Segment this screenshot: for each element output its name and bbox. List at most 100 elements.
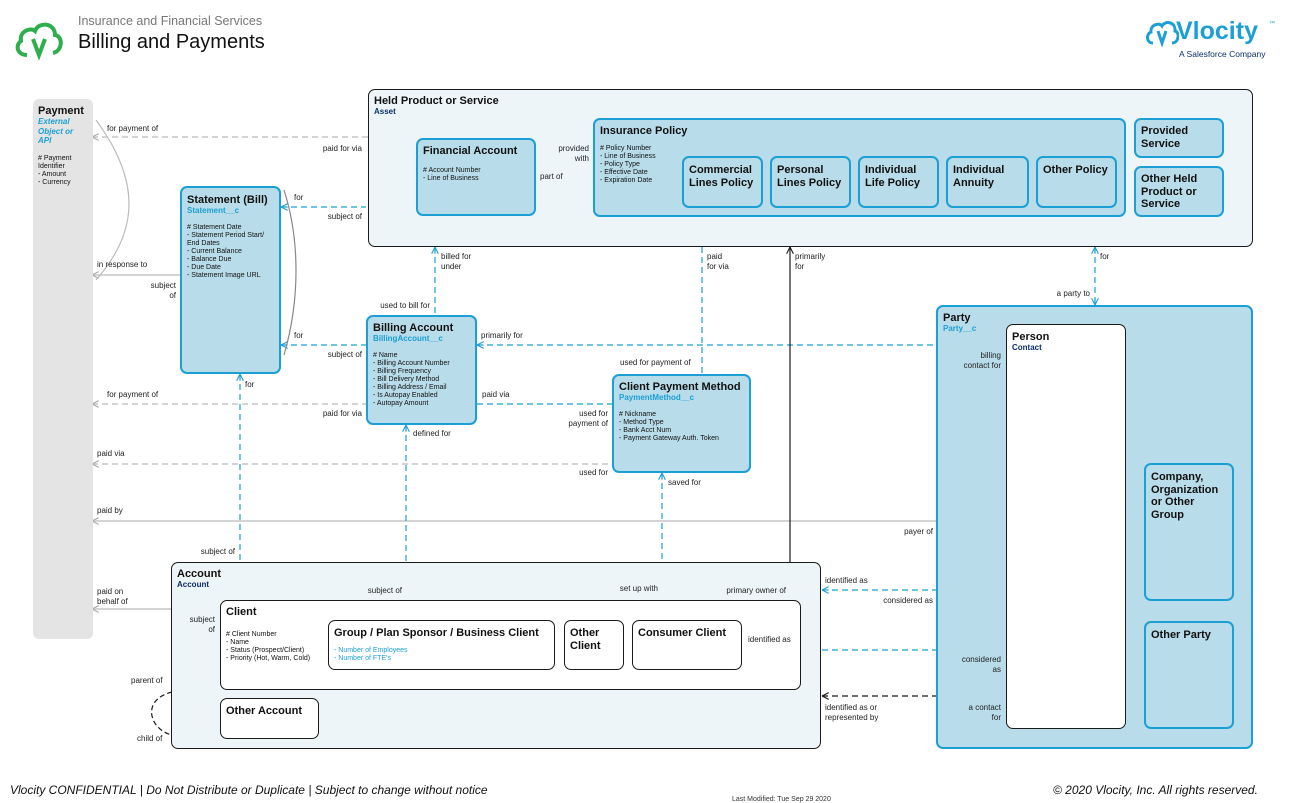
insurance-policy-title: Insurance Policy [600,125,688,137]
rel-label: in response to [97,260,148,269]
rel-label: paid for via [322,144,362,153]
rel-label: considered as [883,596,933,605]
statement-entity[interactable]: Statement (Bill) Statement__c # Statemen… [180,186,281,374]
rel-label: subject of [327,350,362,359]
other-account-entity[interactable]: Other Account [220,698,319,739]
commercial-lines-entity[interactable]: Commercial Lines Policy [682,156,763,208]
rel-label: subject of [327,212,362,221]
rel-label: paid for via [707,252,729,271]
rel-label: subject of [189,615,215,634]
person-api: Contact [1012,343,1042,352]
personal-lines-title: Personal Lines Policy [777,164,842,189]
payment-attributes: # Payment Identifier - Amount - Currency [38,155,72,186]
rel-label: set up with [619,584,658,593]
rel-label: for [294,331,304,340]
billing-account-attributes: # Name - Billing Account Number - Billin… [373,352,450,407]
header-category: Insurance and Financial Services [78,14,263,28]
party-title: Party [943,312,971,324]
rel-label: used for payment of [620,358,691,367]
other-policy-entity[interactable]: Other Policy [1036,156,1117,208]
rel-label: subject of [367,586,402,595]
rel-label: for payment of [107,390,159,399]
rel-label: defined for [413,429,451,438]
other-client-title: Other Client [570,627,601,652]
footer-copyright: © 2020 Vlocity, Inc. All rights reserved… [1053,783,1258,797]
vlocity-logo-mark [13,19,65,61]
client-attributes: # Client Number - Name - Status (Prospec… [226,631,311,662]
rel-label: primarily for [481,331,523,340]
rel-label: paid for via [322,409,362,418]
other-party-title: Other Party [1151,629,1211,641]
financial-account-title: Financial Account [423,145,518,157]
company-title: Company, Organization or Other Group [1151,471,1219,521]
group-sponsor-title: Group / Plan Sponsor / Business Client [334,627,539,639]
brand-tm: ™ [1269,21,1275,27]
other-client-entity[interactable]: Other Client [564,620,624,670]
brand-tagline: A Salesforce Company [1179,49,1266,59]
provided-service-entity[interactable]: Provided Service [1134,118,1224,158]
other-account-title: Other Account [226,705,302,717]
payment-entity[interactable]: Payment External Object or API # Payment… [33,99,93,639]
billing-account-api: BillingAccount__c [373,334,443,343]
financial-account-attributes: # Account Number - Line of Business [423,167,481,182]
individual-life-entity[interactable]: Individual Life Policy [858,156,939,208]
client-payment-method-entity[interactable]: Client Payment Method PaymentMethod__c #… [612,374,751,473]
rel-label: provided with [558,144,589,163]
other-policy-title: Other Policy [1043,164,1108,176]
rel-label: part of [540,172,563,181]
individual-life-title: Individual Life Policy [865,164,921,189]
page-title: Billing and Payments [78,31,265,53]
individual-annuity-entity[interactable]: Individual Annuity [946,156,1029,208]
brand-logo: Vlocity ™ A Salesforce Company [1145,17,1275,61]
rel-label: for payment of [107,124,159,133]
group-sponsor-entity[interactable]: Group / Plan Sponsor / Business Client -… [328,620,555,670]
account-api: Account [177,580,209,589]
rel-label: billed for under [441,252,472,271]
rel-label: a contact for [968,703,1001,722]
rel-label: billing contact for [963,351,1001,370]
rel-label: paid via [97,449,125,458]
rel-label: paid by [97,506,123,515]
rel-label: subject of [200,547,235,556]
person-entity[interactable]: Person Contact [1006,324,1126,729]
rel-label: primary owner of [726,586,786,595]
client-title: Client [226,606,257,618]
personal-lines-entity[interactable]: Personal Lines Policy [770,156,851,208]
provided-service-title: Provided Service [1141,125,1189,150]
other-held-entity[interactable]: Other Held Product or Service [1134,166,1224,217]
rel-label: subject of [150,281,176,300]
payment-subtitle: External Object or API [38,117,74,145]
rel-label: parent of [131,676,163,685]
rel-label: a party to [1056,289,1090,298]
company-entity[interactable]: Company, Organization or Other Group [1144,463,1234,601]
group-sponsor-attributes: - Number of Employees - Number of FTE's [334,647,408,662]
statement-title: Statement (Bill) [187,194,268,206]
commercial-lines-title: Commercial Lines Policy [689,164,754,189]
rel-label: for [294,193,304,202]
financial-account-entity[interactable]: Financial Account # Account Number - Lin… [416,138,536,216]
other-party-entity[interactable]: Other Party [1144,621,1234,729]
rel-label: considered as [961,655,1001,674]
statement-api: Statement__c [187,206,240,215]
consumer-client-title: Consumer Client [638,627,727,639]
rel-label: identified as [748,635,791,644]
billing-account-title: Billing Account [373,322,454,334]
client-payment-method-title: Client Payment Method [619,381,741,393]
rel-label: primarily for [795,252,826,271]
rel-label: used for payment of [568,409,608,428]
insurance-policy-attributes: # Policy Number - Line of Business - Pol… [600,145,656,184]
rel-label: for [1100,252,1110,261]
consumer-client-entity[interactable]: Consumer Client [632,620,742,670]
billing-account-entity[interactable]: Billing Account BillingAccount__c # Name… [366,315,477,425]
rel-label: used to bill for [380,301,430,310]
rel-label: paid via [482,390,510,399]
held-product-title: Held Product or Service [374,95,499,107]
person-title: Person [1012,331,1050,343]
footer-confidential: Vlocity CONFIDENTIAL | Do Not Distribute… [10,783,488,797]
brand-name: Vlocity [1176,17,1258,45]
rel-label: used for [579,468,608,477]
rel-label: child of [137,734,163,743]
individual-annuity-title: Individual Annuity [953,164,1005,189]
rel-label: paid on behalf of [97,587,128,606]
